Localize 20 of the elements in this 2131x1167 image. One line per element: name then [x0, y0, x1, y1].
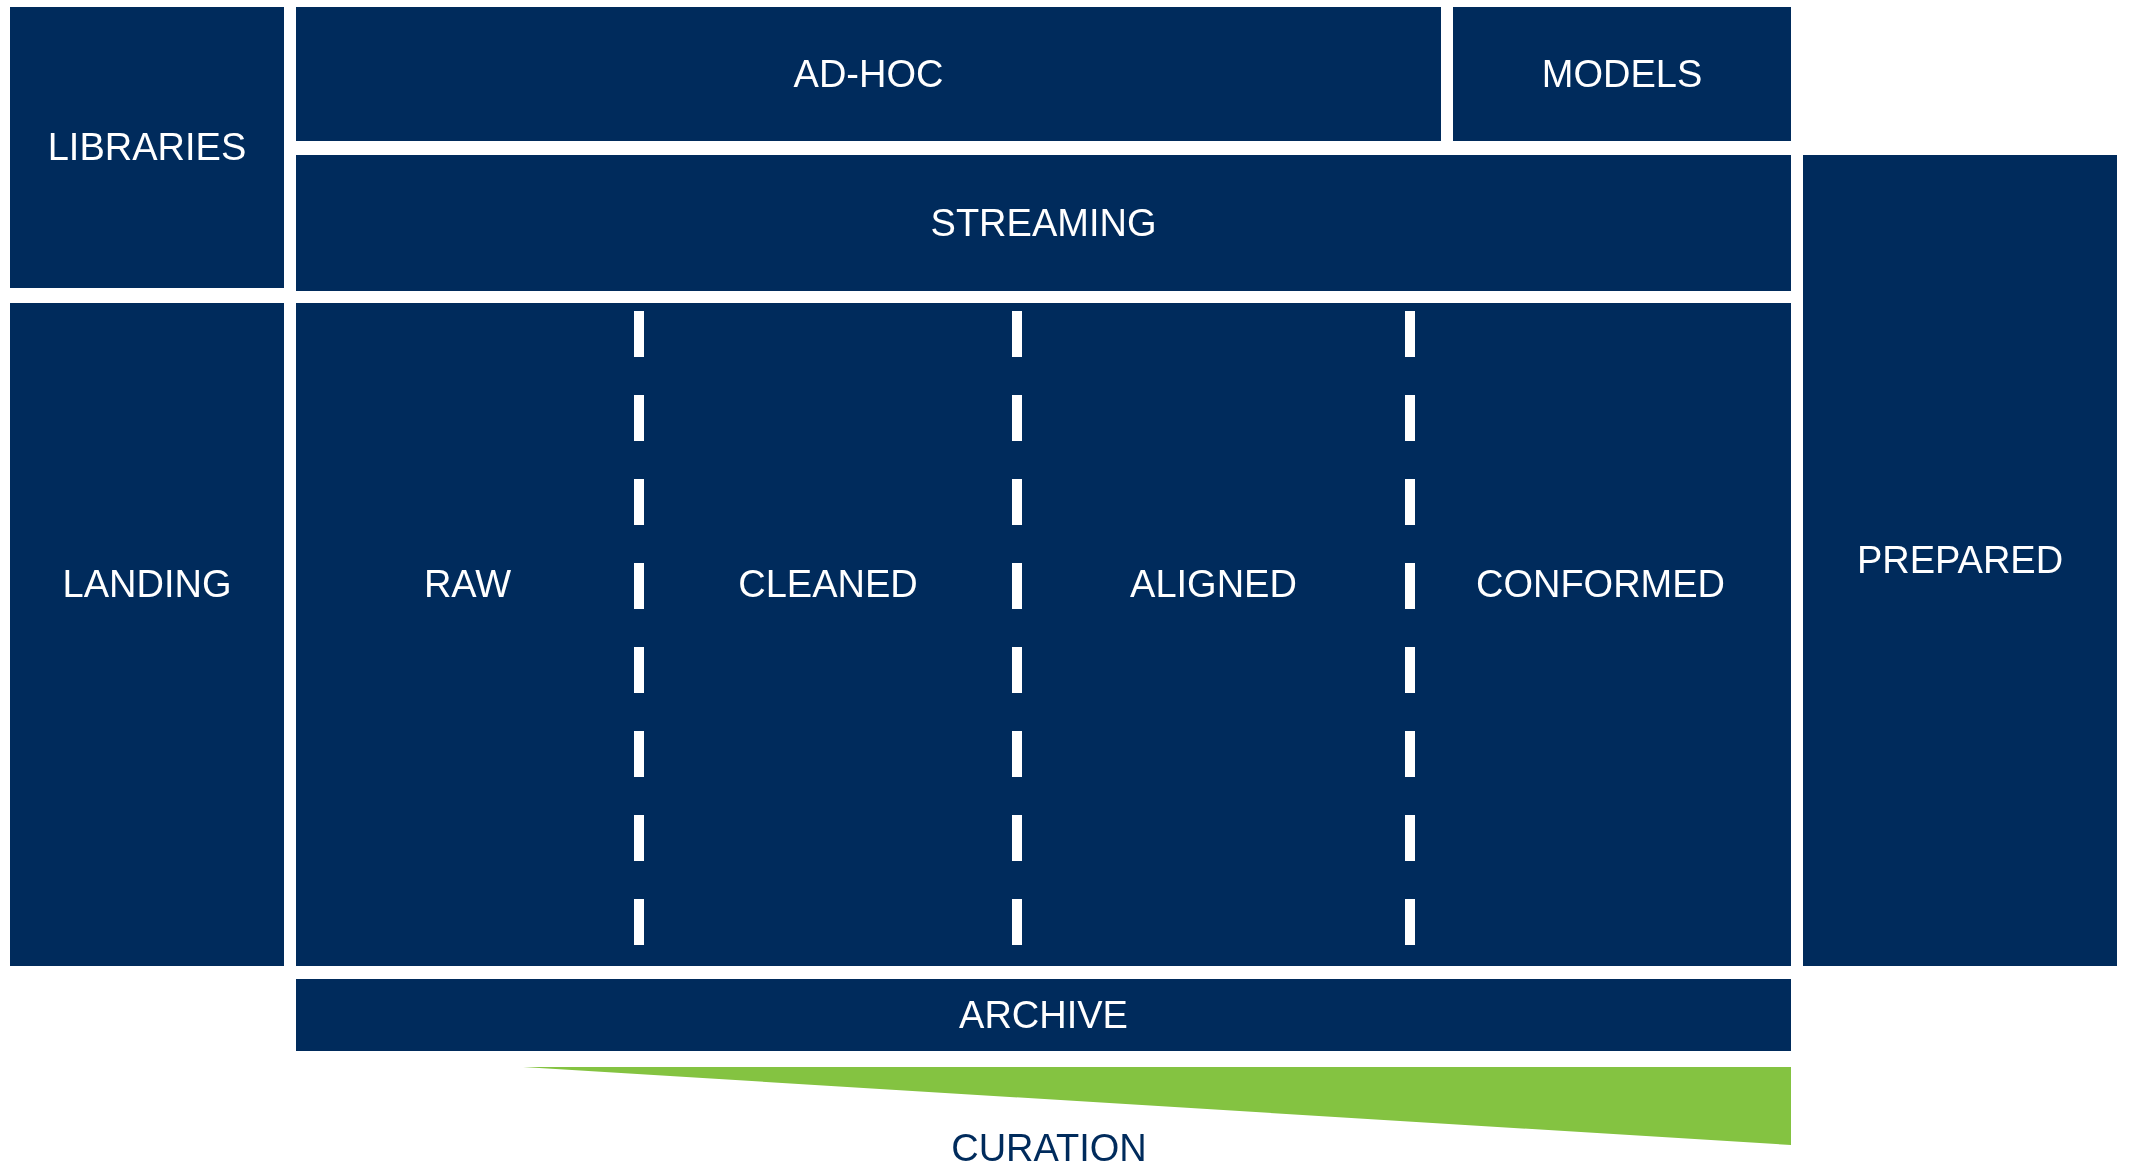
layer-label: AD-HOC	[793, 52, 944, 96]
layer-box	[296, 303, 1791, 966]
axis-label: CURATION	[950, 1127, 1148, 1167]
layer-label: ALIGNED	[1130, 563, 1297, 606]
layer-box	[296, 155, 1791, 291]
layer-label: CLEANED	[738, 563, 918, 606]
layer-label: LIBRARIES	[47, 126, 247, 169]
layer-label: ARCHIVE	[959, 993, 1128, 1037]
layer-label: RAW	[423, 563, 512, 606]
layer-label: PREPARED	[1856, 539, 2064, 582]
layer-label: LANDING	[62, 563, 232, 606]
layer-box	[10, 303, 284, 966]
layer-box	[296, 979, 1791, 1051]
layer-box	[296, 7, 1441, 141]
layer-box	[1453, 7, 1791, 141]
layer-box	[10, 7, 284, 288]
layer-box	[1803, 155, 2117, 966]
layer-label: STREAMING	[930, 201, 1157, 245]
layer-label: CONFORMED	[1475, 563, 1726, 606]
layer-label: MODELS	[1541, 52, 1703, 96]
